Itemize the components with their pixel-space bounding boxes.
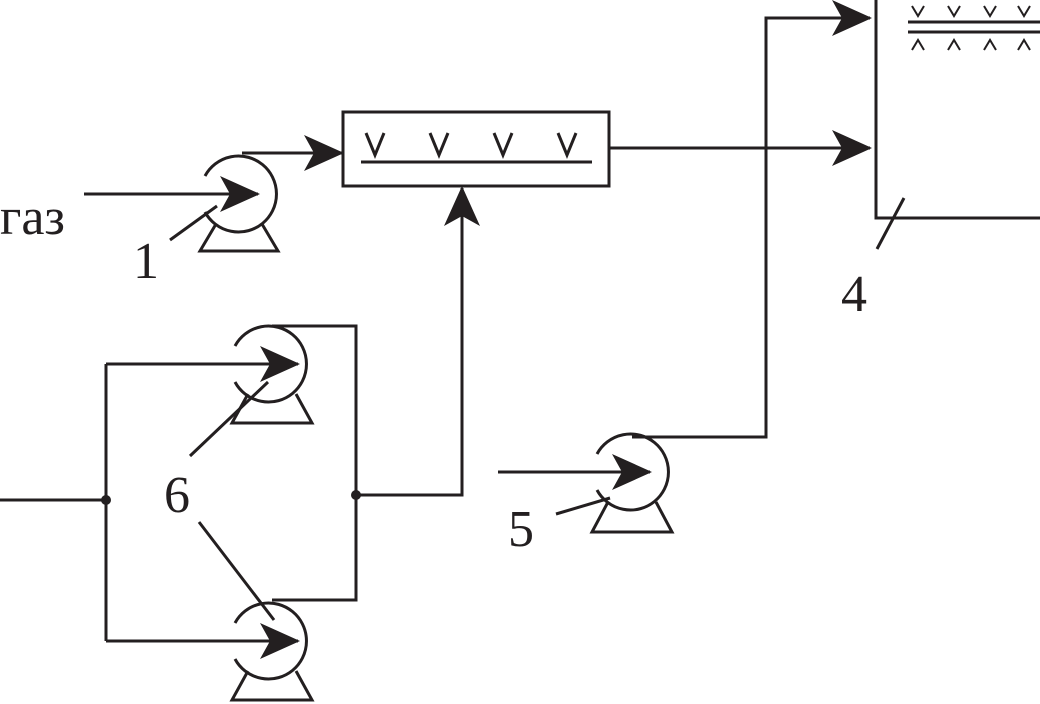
- tank-4-vessel: [874, 0, 1040, 220]
- pump-1-label: 1: [133, 233, 159, 290]
- tank-4-label: 4: [841, 266, 867, 323]
- pump-5-icon: [589, 432, 675, 534]
- pumps-6-label: 6: [164, 467, 190, 524]
- pump-5-label: 5: [508, 501, 534, 558]
- junction-dot-left: [101, 495, 111, 505]
- pumps-6-discharge-line: [272, 186, 480, 602]
- pumps-6-manifold-line: [0, 346, 300, 659]
- leader-lines: [169, 197, 906, 621]
- pump5-to-tank-line: [632, 0, 872, 439]
- pump-1-icon: [197, 154, 281, 253]
- pump-6-upper-icon: [229, 324, 315, 425]
- pump-6-lower-icon: [229, 601, 315, 702]
- mixer-vessel: [341, 110, 611, 188]
- gas-label: газ: [0, 189, 65, 246]
